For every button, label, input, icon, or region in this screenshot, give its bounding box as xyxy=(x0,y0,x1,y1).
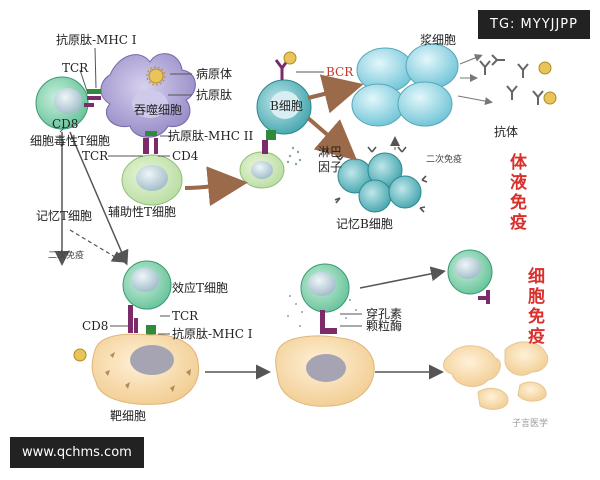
target-granules xyxy=(105,352,191,392)
target-cell xyxy=(91,333,200,405)
label-cd8-top: CD8 xyxy=(52,117,78,131)
label-memory-b: 记忆B细胞 xyxy=(336,217,393,231)
memory-b-cells xyxy=(337,152,422,213)
cellular-char-1: 细 xyxy=(528,266,545,287)
phagocyte-cell xyxy=(100,53,196,138)
label-plasma-cell: 浆细胞 xyxy=(420,32,456,47)
target-cell-attacked xyxy=(275,335,375,407)
humoral-char-3: 免 xyxy=(510,192,527,213)
humoral-char-2: 液 xyxy=(510,172,527,193)
label-cytotoxic-t: 细胞毒性T细胞 xyxy=(30,134,110,148)
cellular-char-2: 胞 xyxy=(528,286,545,307)
label-effector-t: 效应T细胞 xyxy=(172,280,228,295)
plasma-cells xyxy=(351,43,459,127)
label-antigen-peptide: 抗原肽 xyxy=(196,87,232,102)
label-b-cell: B细胞 xyxy=(270,99,303,113)
label-granzyme: 颗粒酶 xyxy=(366,318,402,333)
diagram-labels: 抗原肽-MHC I TCR 病原体 抗原肽 吞噬细胞 CD8 细胞毒性T细胞 抗… xyxy=(30,32,548,429)
pathogen-near-target xyxy=(73,348,87,362)
lysed-target-debris xyxy=(443,341,549,410)
website-watermark: www.qchms.com xyxy=(10,437,144,468)
label-target-cell: 靶细胞 xyxy=(110,409,146,423)
label-tcr-top: TCR xyxy=(62,61,89,75)
bcr-receptor xyxy=(274,51,297,80)
label-memory-t: 记忆T细胞 xyxy=(36,209,92,223)
flow-arrows xyxy=(54,54,493,380)
cellular-char-3: 免 xyxy=(528,306,545,327)
label-antigen-mhc1-top: 抗原肽-MHC I xyxy=(56,32,137,47)
lymphokine-dots xyxy=(286,146,302,166)
cytotoxic-t-cell xyxy=(35,76,89,130)
tcr-mhc2-complex xyxy=(143,131,158,154)
label-bcr: BCR xyxy=(326,65,354,79)
label-antigen-mhc1-bottom: 抗原肽-MHC I xyxy=(172,326,253,341)
cellular-immunity-label: 细 胞 免 疫 xyxy=(528,266,545,347)
antibody-icons xyxy=(479,54,544,105)
leader-lines xyxy=(59,47,362,335)
perforin-granzyme-dots xyxy=(287,295,357,327)
label-lymphokine-line2: 因子 xyxy=(318,160,342,174)
b-cell xyxy=(256,79,312,135)
humoral-immunity-label: 体 液 免 疫 xyxy=(510,152,528,233)
telegram-tag: TG: MYYJJPP xyxy=(478,10,590,39)
antibody-bound-pathogens xyxy=(538,61,557,105)
label-secondary-immune-left: 二次免疫 xyxy=(48,249,84,261)
label-secondary-immune-right: 二次免疫 xyxy=(426,153,462,165)
label-perforin: 穿孔素 xyxy=(366,306,402,321)
b-cell-helper-contact xyxy=(239,130,285,189)
released-effector-t-cell xyxy=(447,249,493,304)
helper-t-cell xyxy=(121,154,183,206)
label-cd8-bottom: CD8 xyxy=(82,319,108,333)
label-pathogen: 病原体 xyxy=(196,66,232,81)
label-cd4: CD4 xyxy=(172,149,199,163)
label-helper-t: 辅助性T细胞 xyxy=(108,205,176,219)
pathogen-icon xyxy=(146,66,166,86)
label-tcr-mid: TCR xyxy=(82,149,109,163)
effector-receptors xyxy=(128,305,156,341)
humoral-char-1: 体 xyxy=(510,152,528,173)
humoral-char-4: 疫 xyxy=(510,212,527,233)
attacking-effector-t-cell xyxy=(300,263,350,334)
label-antigen-mhc2: 抗原肽-MHC II xyxy=(168,128,254,143)
label-phagocyte: 吞噬细胞 xyxy=(134,102,182,117)
label-lymphokine-line1: 淋巴 xyxy=(318,145,342,159)
tcr-mhc1-complex xyxy=(84,89,101,107)
label-tcr-bottom: TCR xyxy=(172,309,199,323)
effector-t-cell xyxy=(122,260,172,310)
label-weibo-mark: 子言医学 xyxy=(512,417,548,429)
cellular-char-4: 疫 xyxy=(528,326,545,347)
label-antibody: 抗体 xyxy=(494,124,518,139)
